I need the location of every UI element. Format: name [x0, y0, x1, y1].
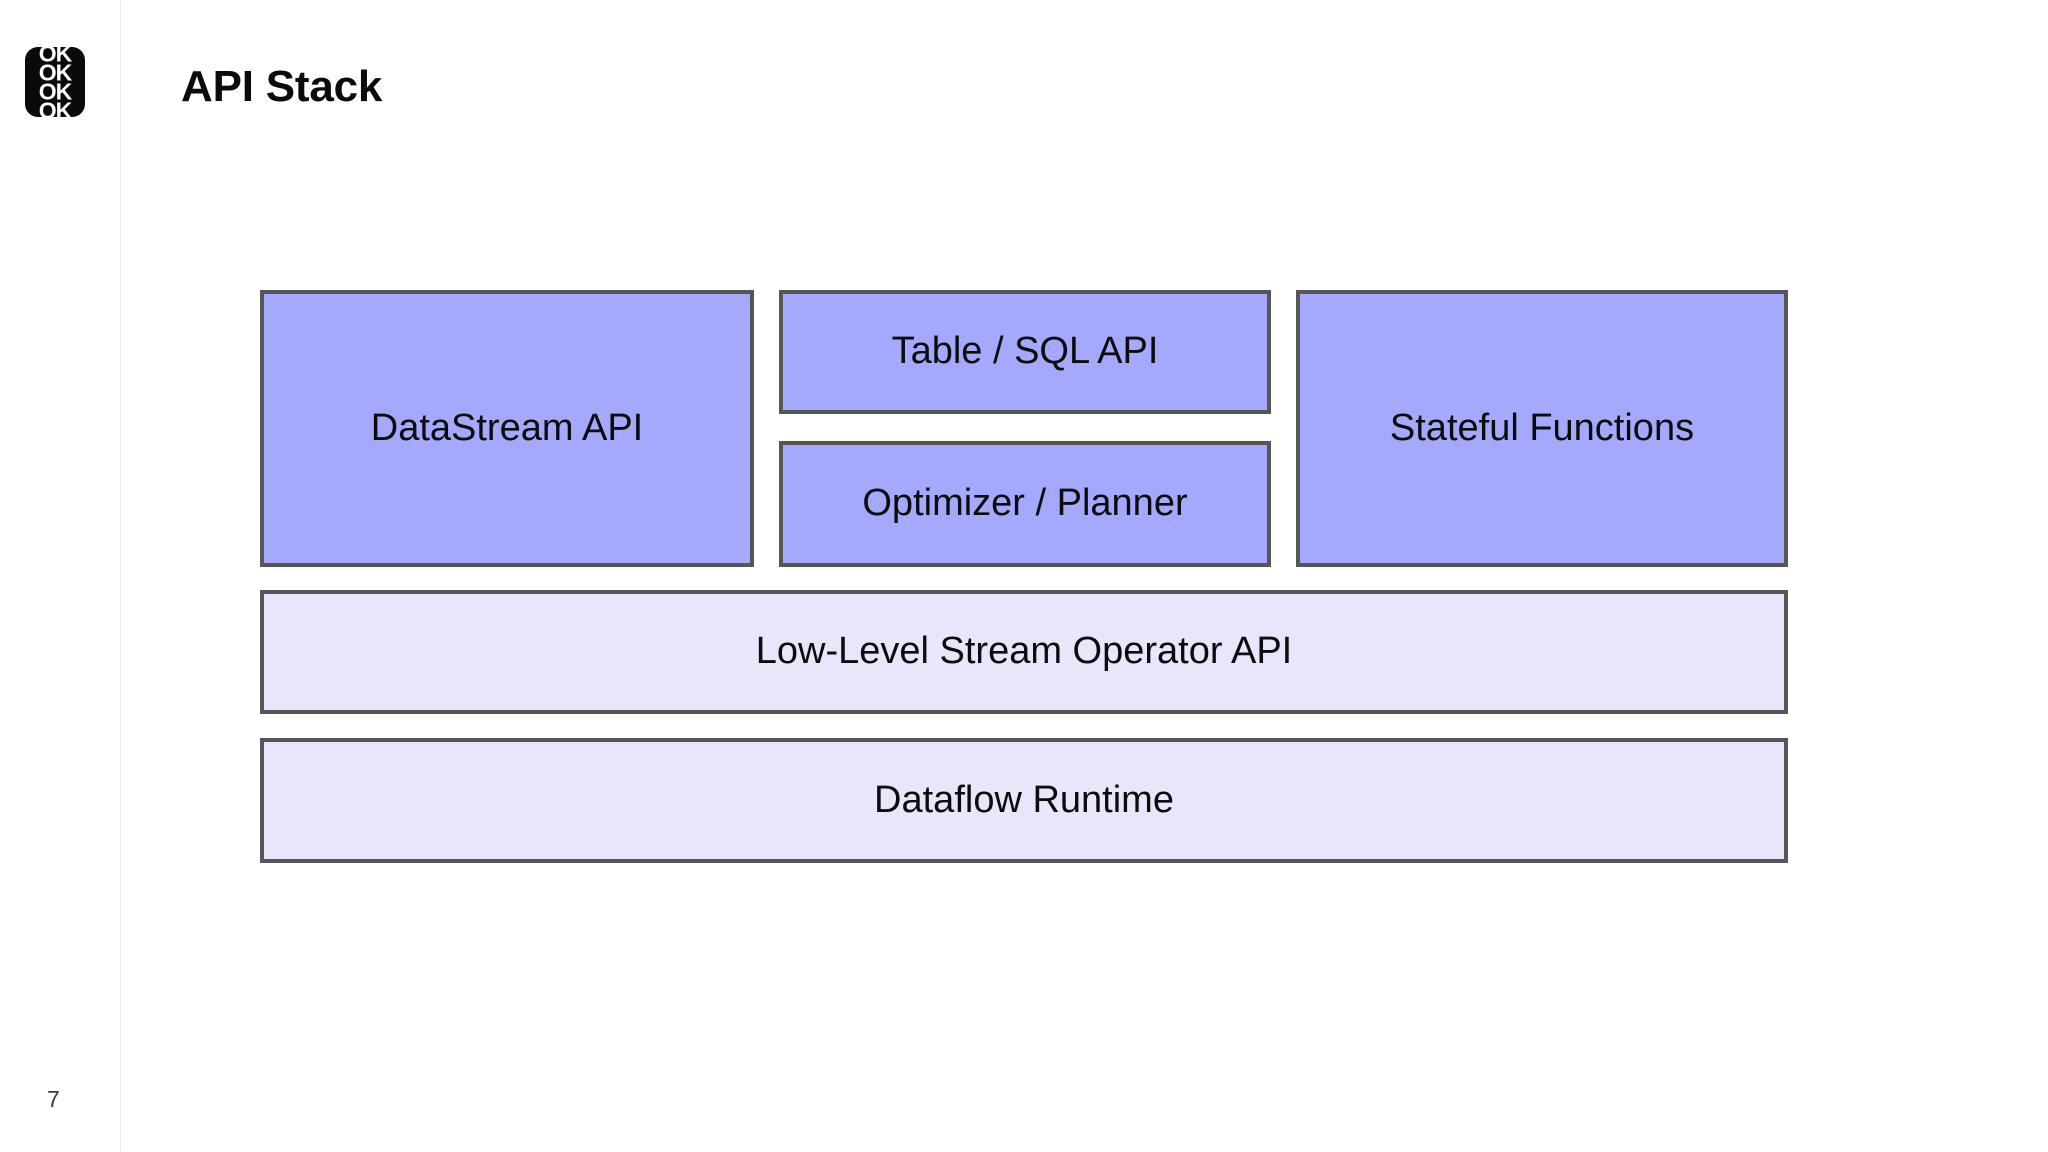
- ok-logo-line-2: OK: [38, 59, 72, 86]
- diagram-box-stateful-functions[interactable]: Stateful Functions: [1296, 290, 1788, 567]
- page-title: API Stack: [181, 62, 383, 111]
- diagram-box-low-level-stream-operator-api[interactable]: Low-Level Stream Operator API: [260, 590, 1788, 714]
- sidebar-divider: [120, 0, 121, 1152]
- diagram-box-table-sql-api[interactable]: Table / SQL API: [779, 290, 1271, 414]
- ok-logo-line-3: OK: [38, 78, 72, 104]
- diagram-box-dataflow-runtime[interactable]: Dataflow Runtime: [260, 738, 1788, 863]
- diagram-box-optimizer-planner[interactable]: Optimizer / Planner: [779, 441, 1271, 567]
- ok-logo-line-4: OK: [38, 96, 72, 117]
- ok-logo-mark: OK OK OK OK: [39, 47, 72, 117]
- page-number: 7: [47, 1086, 60, 1112]
- ok-logo-icon: OK OK OK OK: [25, 47, 85, 117]
- ok-logo-line-1: OK: [38, 47, 72, 67]
- diagram-box-datastream-api[interactable]: DataStream API: [260, 290, 754, 567]
